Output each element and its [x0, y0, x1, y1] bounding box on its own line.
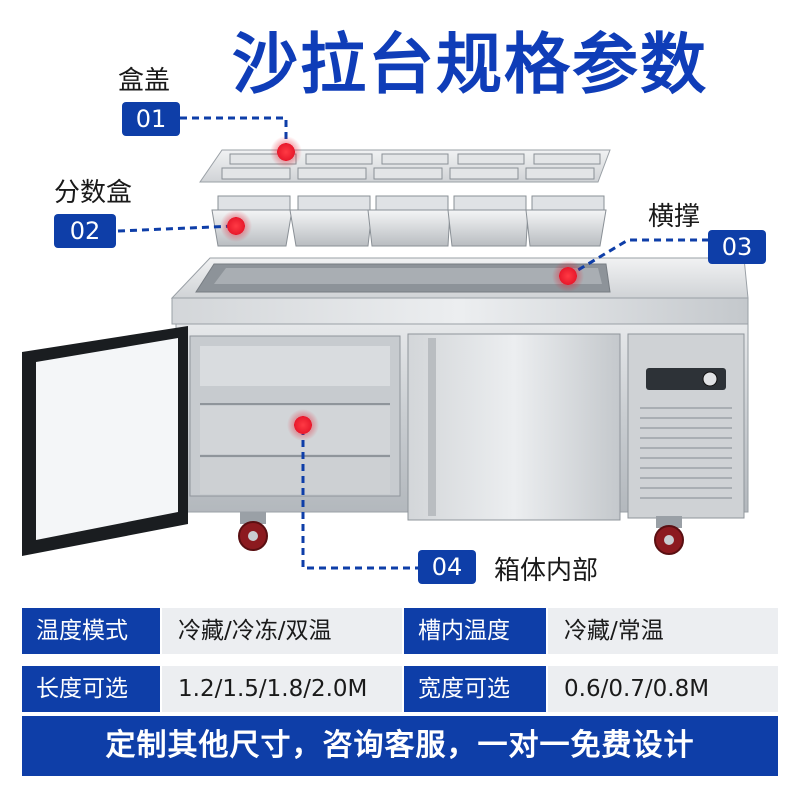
- page-title: 沙拉台规格参数: [232, 26, 708, 103]
- cabinet-body: [175, 323, 749, 521]
- spec-key: 温度模式: [22, 608, 160, 654]
- spec-key: 槽内温度: [404, 608, 546, 654]
- spec-key: 长度可选: [22, 666, 160, 712]
- caster-wheel-icon: [238, 512, 268, 551]
- red-dot-icon: [552, 260, 584, 292]
- thermostat-knob-icon: [702, 371, 718, 387]
- red-dot-icon: [220, 210, 252, 242]
- spec-key: 宽度可选: [404, 666, 546, 712]
- callout-label-interior: 箱体内部: [494, 556, 599, 586]
- spec-value: 0.6/0.7/0.8M: [548, 666, 778, 712]
- callout-label-lid: 盒盖: [118, 66, 171, 96]
- salad-counter-illustration: [22, 116, 749, 570]
- callout-badge-01: 01: [122, 102, 180, 136]
- table-row: 温度模式 冷藏/冷冻/双温 槽内温度 冷藏/常温: [22, 608, 778, 654]
- caster-wheel-icon: [654, 516, 684, 555]
- callout-badge-03: 03: [708, 230, 766, 264]
- glass-door: [22, 326, 188, 556]
- counter-top: [170, 257, 749, 325]
- spec-value: 1.2/1.5/1.8/2.0M: [162, 666, 402, 712]
- leader-lines: [117, 116, 708, 570]
- custom-size-banner: 定制其他尺寸，咨询客服，一对一免费设计: [22, 716, 778, 776]
- table-row: 长度可选 1.2/1.5/1.8/2.0M 宽度可选 0.6/0.7/0.8M: [22, 666, 778, 712]
- spec-table: 温度模式 冷藏/冷冻/双温 槽内温度 冷藏/常温 长度可选 1.2/1.5/1.…: [22, 608, 778, 712]
- callout-label-pans: 分数盒: [54, 178, 133, 208]
- lid-tray: [199, 149, 611, 183]
- callout-badge-04: 04: [418, 550, 476, 584]
- red-dot-icon: [270, 136, 302, 168]
- callout-label-crossbar: 横撑: [648, 202, 701, 232]
- callout-badge-02: 02: [54, 214, 116, 248]
- fraction-pans: [211, 195, 607, 247]
- spec-value: 冷藏/冷冻/双温: [162, 608, 402, 654]
- red-dot-icon: [287, 409, 319, 441]
- spec-value: 冷藏/常温: [548, 608, 778, 654]
